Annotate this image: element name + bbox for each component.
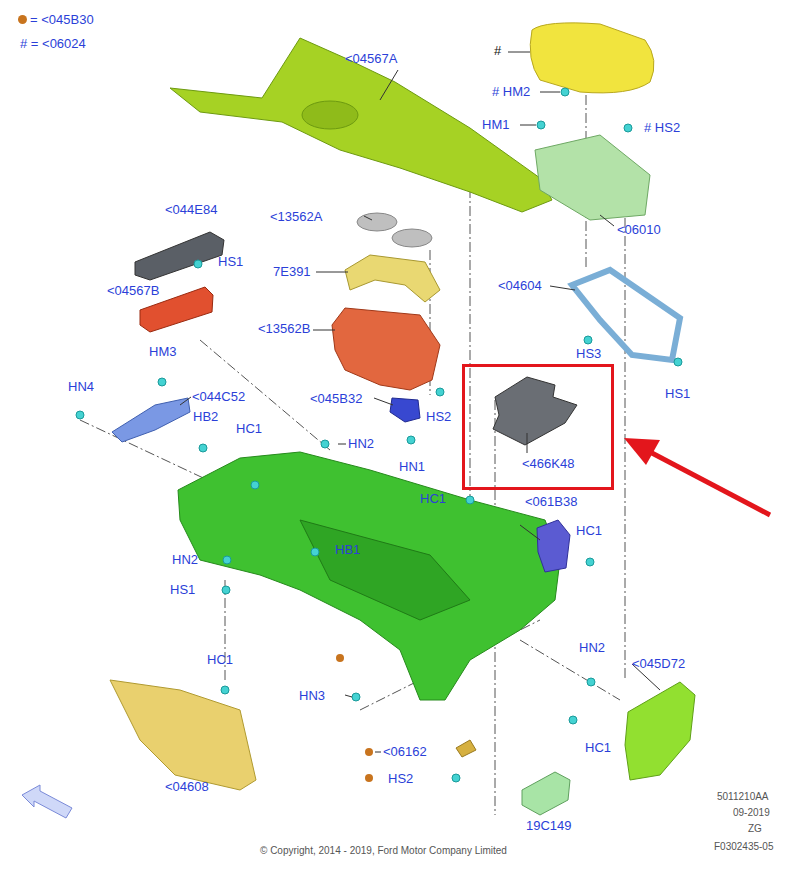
drawing-stamp: F0302435-05 [714, 841, 774, 853]
part-number: <466K48 [522, 457, 574, 471]
callout-label: HC1 [207, 653, 233, 667]
callout-label: <13562B [258, 322, 310, 336]
callout-label: HN2 [348, 437, 374, 451]
callout-label: HS2 [426, 410, 451, 424]
callout-label: HM1 [482, 118, 509, 132]
callout-label: HC1 [420, 492, 446, 506]
callout-label: HN2 [172, 553, 198, 567]
callout-label: <06010 [617, 223, 661, 237]
callout-label: # [494, 44, 501, 58]
callout-label: HS3 [576, 347, 601, 361]
callout-label: HC1 [585, 741, 611, 755]
callout-label: HS2 [388, 772, 413, 786]
callout-label: HB2 [193, 410, 218, 424]
callout-label: HN4 [68, 380, 94, 394]
callout-label: HS1 [665, 387, 690, 401]
callout-label: <13562A [270, 210, 322, 224]
callout-label: <04567B [107, 284, 159, 298]
callout-label: # HS2 [644, 121, 680, 135]
callout-label: HS1 [170, 583, 195, 597]
callout-label: HM3 [149, 345, 176, 359]
callout-label: <044C52 [192, 390, 245, 404]
callout-label: <044E84 [165, 203, 217, 217]
callout-label: <045B32 [310, 392, 362, 406]
legend-text: = <045B30 [30, 12, 94, 27]
legend-entry: = <045B30 [18, 13, 94, 27]
callout-label: <04567A [345, 52, 397, 66]
legend-text: # = <06024 [20, 36, 86, 51]
highlight-box: <466K48 [462, 364, 614, 490]
callout-label: HN3 [299, 689, 325, 703]
legend-entry: # = <06024 [20, 37, 86, 51]
callout-label: <045D72 [632, 657, 685, 671]
drawing-stamp: ZG [748, 823, 762, 835]
drawing-stamp: 09-2019 [733, 807, 770, 819]
callout-label: 19C149 [526, 819, 572, 833]
callout-label: HC1 [576, 524, 602, 538]
callout-label: 7E391 [273, 265, 311, 279]
copyright-note: © Copyright, 2014 - 2019, Ford Motor Com… [260, 845, 507, 857]
legend-swatch [18, 15, 27, 24]
callout-label: HN2 [579, 641, 605, 655]
callout-label: HC1 [236, 422, 262, 436]
callout-label: HB1 [335, 543, 360, 557]
callout-label: # HM2 [492, 85, 530, 99]
callout-label: <061B38 [525, 495, 577, 509]
drawing-stamp: 5011210AA [717, 791, 769, 803]
callout-label: <04608 [165, 780, 209, 794]
callout-label: <06162 [383, 745, 427, 759]
callout-label: <04604 [498, 279, 542, 293]
callout-label: HS1 [218, 255, 243, 269]
callout-label: HN1 [399, 460, 425, 474]
